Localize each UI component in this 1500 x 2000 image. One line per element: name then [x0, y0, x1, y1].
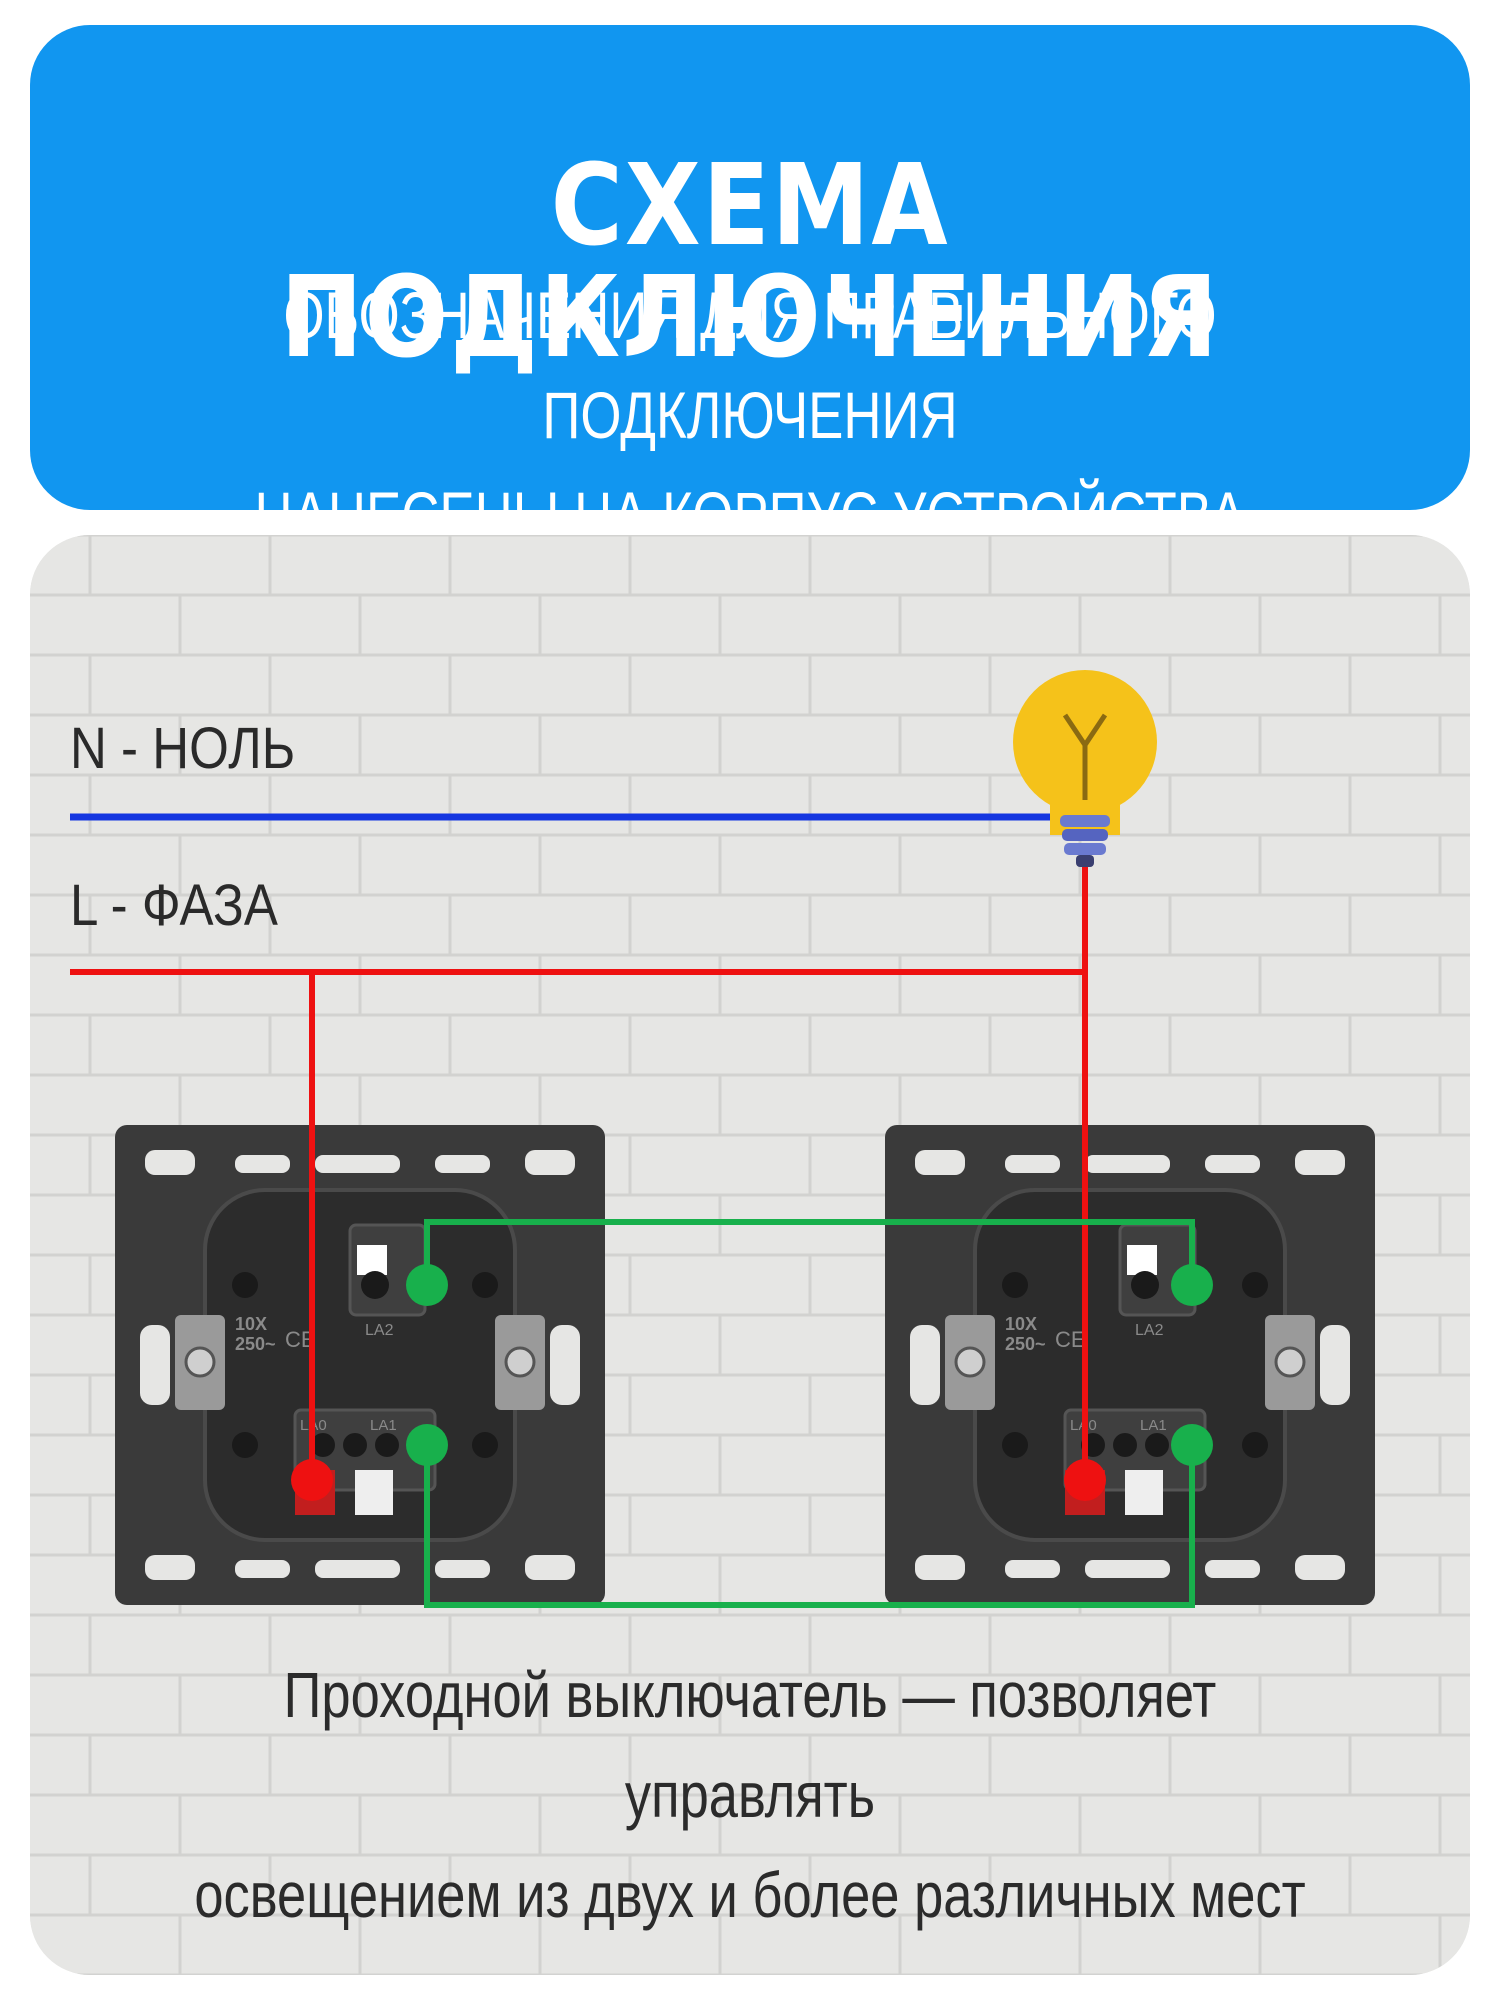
diagram-panel: 10X 250~ CE LA2 LA0 LA1: [30, 535, 1470, 1975]
rating-top: 10X: [235, 1314, 267, 1334]
light-bulb-icon: [1013, 670, 1157, 867]
wiring-diagram: 10X 250~ CE LA2 LA0 LA1: [30, 535, 1470, 1975]
switch-mechanism-icon: 10X 250~ CE LA2 LA0 LA1: [115, 1125, 605, 1605]
terminal-a-label: LA1: [370, 1417, 397, 1434]
terminal-left-a: [406, 1424, 448, 1466]
traveler-wire-top: [424, 1219, 1195, 1285]
rating-bottom: 250~: [235, 1334, 276, 1354]
phase-label: L - ФАЗА: [70, 873, 278, 938]
caption: Проходной выключатель — позволяет управл…: [30, 1645, 1470, 1945]
terminal-right-b: [1171, 1264, 1213, 1306]
page-subtitle: ОБОЗНАЧЕНИЯ ДЛЯ ПРАВИЛЬНОГО ПОДКЛЮЧЕНИЯ …: [174, 265, 1326, 565]
terminal-b-label: LA2: [1135, 1322, 1164, 1339]
caption-line-1: Проходной выключатель — позволяет управл…: [283, 1659, 1217, 1831]
terminal-b-label: LA2: [365, 1322, 394, 1339]
switch-left: 10X 250~ CE LA2 LA0 LA1: [115, 1125, 605, 1605]
traveler-wire-bottom: [424, 1445, 1195, 1608]
header-banner: СХЕМА ПОДКЛЮЧЕНИЯ ОБОЗНАЧЕНИЯ ДЛЯ ПРАВИЛ…: [30, 25, 1470, 552]
switch-right: 10X 250~ CE LA2 LA0 LA1: [885, 1125, 1375, 1605]
terminal-right-a: [1171, 1424, 1213, 1466]
cert-mark: CE: [1055, 1327, 1086, 1352]
terminal-left-common: [291, 1459, 333, 1501]
rating-top: 10X: [1005, 1314, 1037, 1334]
phase-wire: [70, 865, 1088, 1480]
rating-bottom: 250~: [1005, 1334, 1046, 1354]
page-title: СХЕМА ПОДКЛЮЧЕНИЯ: [280, 141, 1220, 383]
terminal-right-common: [1064, 1459, 1106, 1501]
terminal-a-label: LA1: [1140, 1417, 1167, 1434]
switch-mechanism-icon: 10X 250~ CE LA2 LA0 LA1: [885, 1125, 1375, 1605]
subtitle-line-1: ОБОЗНАЧЕНИЯ ДЛЯ ПРАВИЛЬНОГО ПОДКЛЮЧЕНИЯ: [283, 278, 1217, 452]
neutral-label: N - НОЛЬ: [70, 716, 296, 781]
terminal-left-b: [406, 1264, 448, 1306]
caption-line-2: освещением из двух и более различных мес…: [194, 1859, 1306, 1931]
